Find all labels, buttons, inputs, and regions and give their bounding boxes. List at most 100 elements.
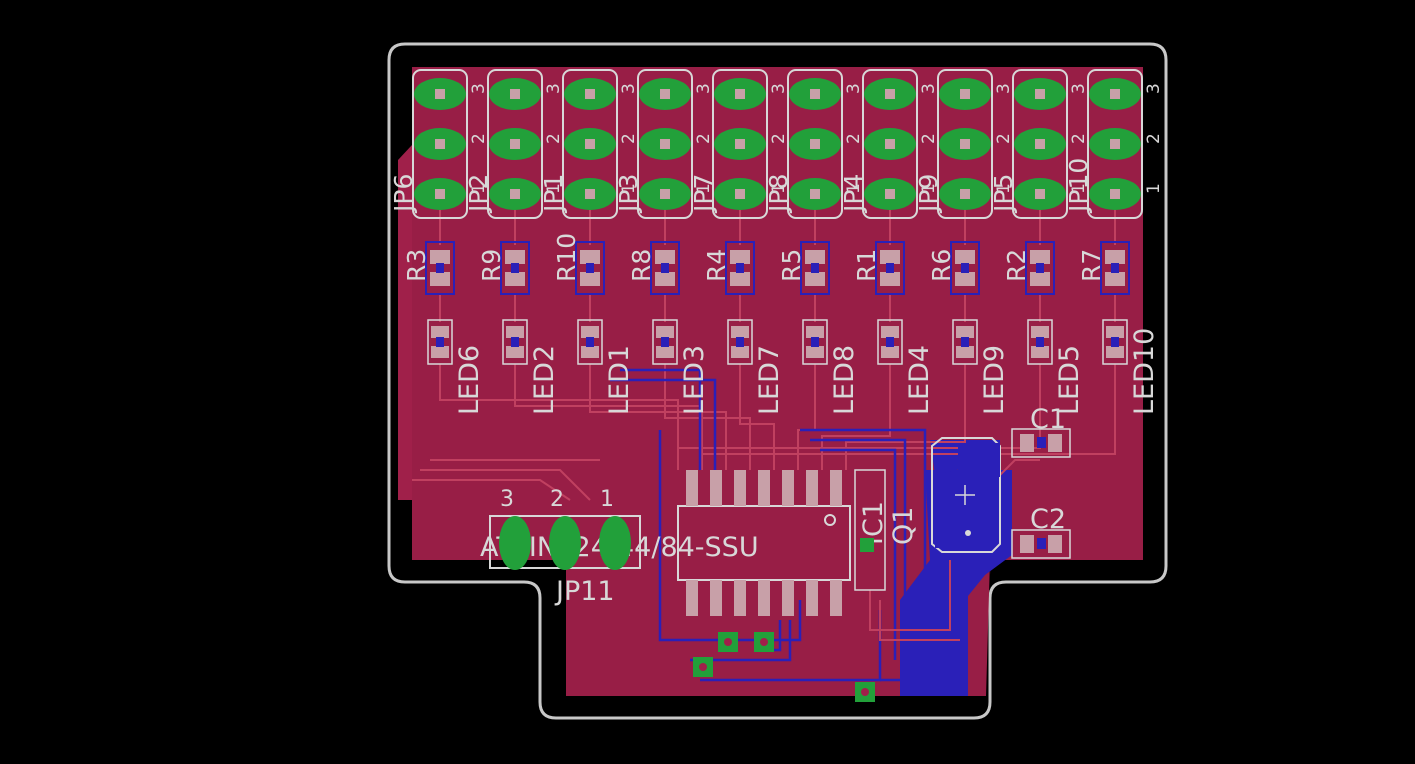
header-outline bbox=[712, 69, 768, 219]
pad-drill bbox=[1035, 139, 1045, 149]
resistor-pad bbox=[730, 272, 750, 286]
pad-drill bbox=[435, 189, 445, 199]
resistor-label: R9 bbox=[477, 249, 506, 282]
cap-c2: C2 bbox=[1011, 504, 1071, 559]
led-pad bbox=[1031, 326, 1049, 338]
led-pad bbox=[806, 326, 824, 338]
resistor-body bbox=[586, 263, 594, 273]
ic-pin bbox=[710, 470, 722, 506]
header-pin-number: 3 bbox=[844, 83, 864, 94]
pad-drill bbox=[735, 189, 745, 199]
resistor-outline bbox=[950, 241, 980, 295]
resistor-pad bbox=[505, 250, 525, 264]
led-label: LED4 bbox=[904, 345, 935, 415]
header-label: JP3 bbox=[614, 174, 643, 214]
jp11-pad-3 bbox=[499, 516, 531, 570]
resistor-label: R7 bbox=[1077, 249, 1106, 282]
pad-drill bbox=[1110, 189, 1120, 199]
jp11-pin-2: 2 bbox=[550, 487, 564, 512]
header-pin-number: 3 bbox=[1069, 83, 1089, 94]
jp11-pad-1 bbox=[599, 516, 631, 570]
resistor-pad bbox=[1030, 250, 1050, 264]
column-4: 321 bbox=[637, 69, 714, 365]
component-labels: JP6R3LED6JP2R9LED2JP1R10LED1JP3R8LED3JP7… bbox=[389, 158, 1160, 415]
header-pin-number: 2 bbox=[994, 133, 1014, 144]
board-outline bbox=[387, 42, 1168, 720]
c1-label: C1 bbox=[1030, 404, 1066, 435]
pad-drill bbox=[435, 89, 445, 99]
jp11-label: JP11 bbox=[554, 576, 615, 607]
jp11-pad-2 bbox=[549, 516, 581, 570]
crystal-q1: Q1 bbox=[888, 437, 1001, 553]
header-label: JP8 bbox=[764, 174, 793, 214]
ic-pin bbox=[782, 470, 794, 506]
jp11-pin-3: 3 bbox=[500, 487, 514, 512]
header-label: JP2 bbox=[464, 174, 493, 214]
copper-traces bbox=[412, 210, 1116, 682]
pad-drill bbox=[585, 189, 595, 199]
resistor-pad bbox=[580, 250, 600, 264]
resistor-label: R8 bbox=[627, 249, 656, 282]
led-label: LED9 bbox=[979, 345, 1010, 415]
header-pin-number: 2 bbox=[469, 133, 489, 144]
pad-drill bbox=[810, 139, 820, 149]
resistor-pad bbox=[805, 250, 825, 264]
led-outline bbox=[427, 319, 453, 365]
header-label: JP4 bbox=[839, 174, 868, 214]
trace bbox=[701, 364, 1116, 470]
column-7: 321 bbox=[862, 69, 939, 365]
trace bbox=[514, 364, 703, 470]
pad-drill bbox=[435, 139, 445, 149]
ic-pin bbox=[686, 580, 698, 616]
pad-drill bbox=[660, 189, 670, 199]
cap-c1: C1 bbox=[1011, 404, 1071, 458]
resistor-pad bbox=[880, 272, 900, 286]
column-5: 321 bbox=[712, 69, 789, 365]
header-pin-number: 2 bbox=[919, 133, 939, 144]
pad-drill bbox=[810, 89, 820, 99]
resistor-pad bbox=[430, 250, 450, 264]
led-pad bbox=[806, 346, 824, 358]
led-label: LED3 bbox=[679, 345, 710, 415]
resistor-pad bbox=[880, 250, 900, 264]
bottom-trace bbox=[800, 428, 927, 682]
pad-drill bbox=[960, 189, 970, 199]
column-9: 321 bbox=[1012, 69, 1089, 365]
header-outline bbox=[562, 69, 618, 219]
led-pad bbox=[956, 346, 974, 358]
bottom-trace bbox=[820, 448, 897, 660]
top-trace bbox=[869, 560, 951, 631]
led-body bbox=[961, 337, 969, 347]
resistor-body bbox=[1111, 263, 1119, 273]
ic-pin bbox=[710, 580, 722, 616]
header-pin-number: 1 bbox=[619, 183, 639, 194]
led-outline bbox=[877, 319, 903, 365]
column-6: 321 bbox=[787, 69, 864, 365]
column-3: 321 bbox=[562, 69, 639, 365]
resistor-body bbox=[961, 263, 969, 273]
led-pad bbox=[581, 346, 599, 358]
resistor-pad bbox=[505, 272, 525, 286]
trace bbox=[589, 364, 727, 470]
led-label: LED1 bbox=[604, 345, 635, 415]
led-pad bbox=[731, 346, 749, 358]
resistor-outline bbox=[725, 241, 755, 295]
led-body bbox=[436, 337, 444, 347]
bottom-trace bbox=[610, 378, 717, 470]
q1-label: Q1 bbox=[888, 507, 919, 545]
led-label: LED7 bbox=[754, 345, 785, 415]
ic1-cap: IC1 bbox=[854, 469, 889, 591]
resistor-pad bbox=[580, 272, 600, 286]
resistor-outline bbox=[575, 241, 605, 295]
led-body bbox=[811, 337, 819, 347]
bottom-trace bbox=[620, 368, 702, 470]
led-pad bbox=[881, 346, 899, 358]
led-pad bbox=[1106, 346, 1124, 358]
led-pad bbox=[731, 326, 749, 338]
header-pin-number: 3 bbox=[994, 83, 1014, 94]
resistor-outline bbox=[425, 241, 455, 295]
ic-pin bbox=[806, 580, 818, 616]
header-pin-number: 3 bbox=[544, 83, 564, 94]
